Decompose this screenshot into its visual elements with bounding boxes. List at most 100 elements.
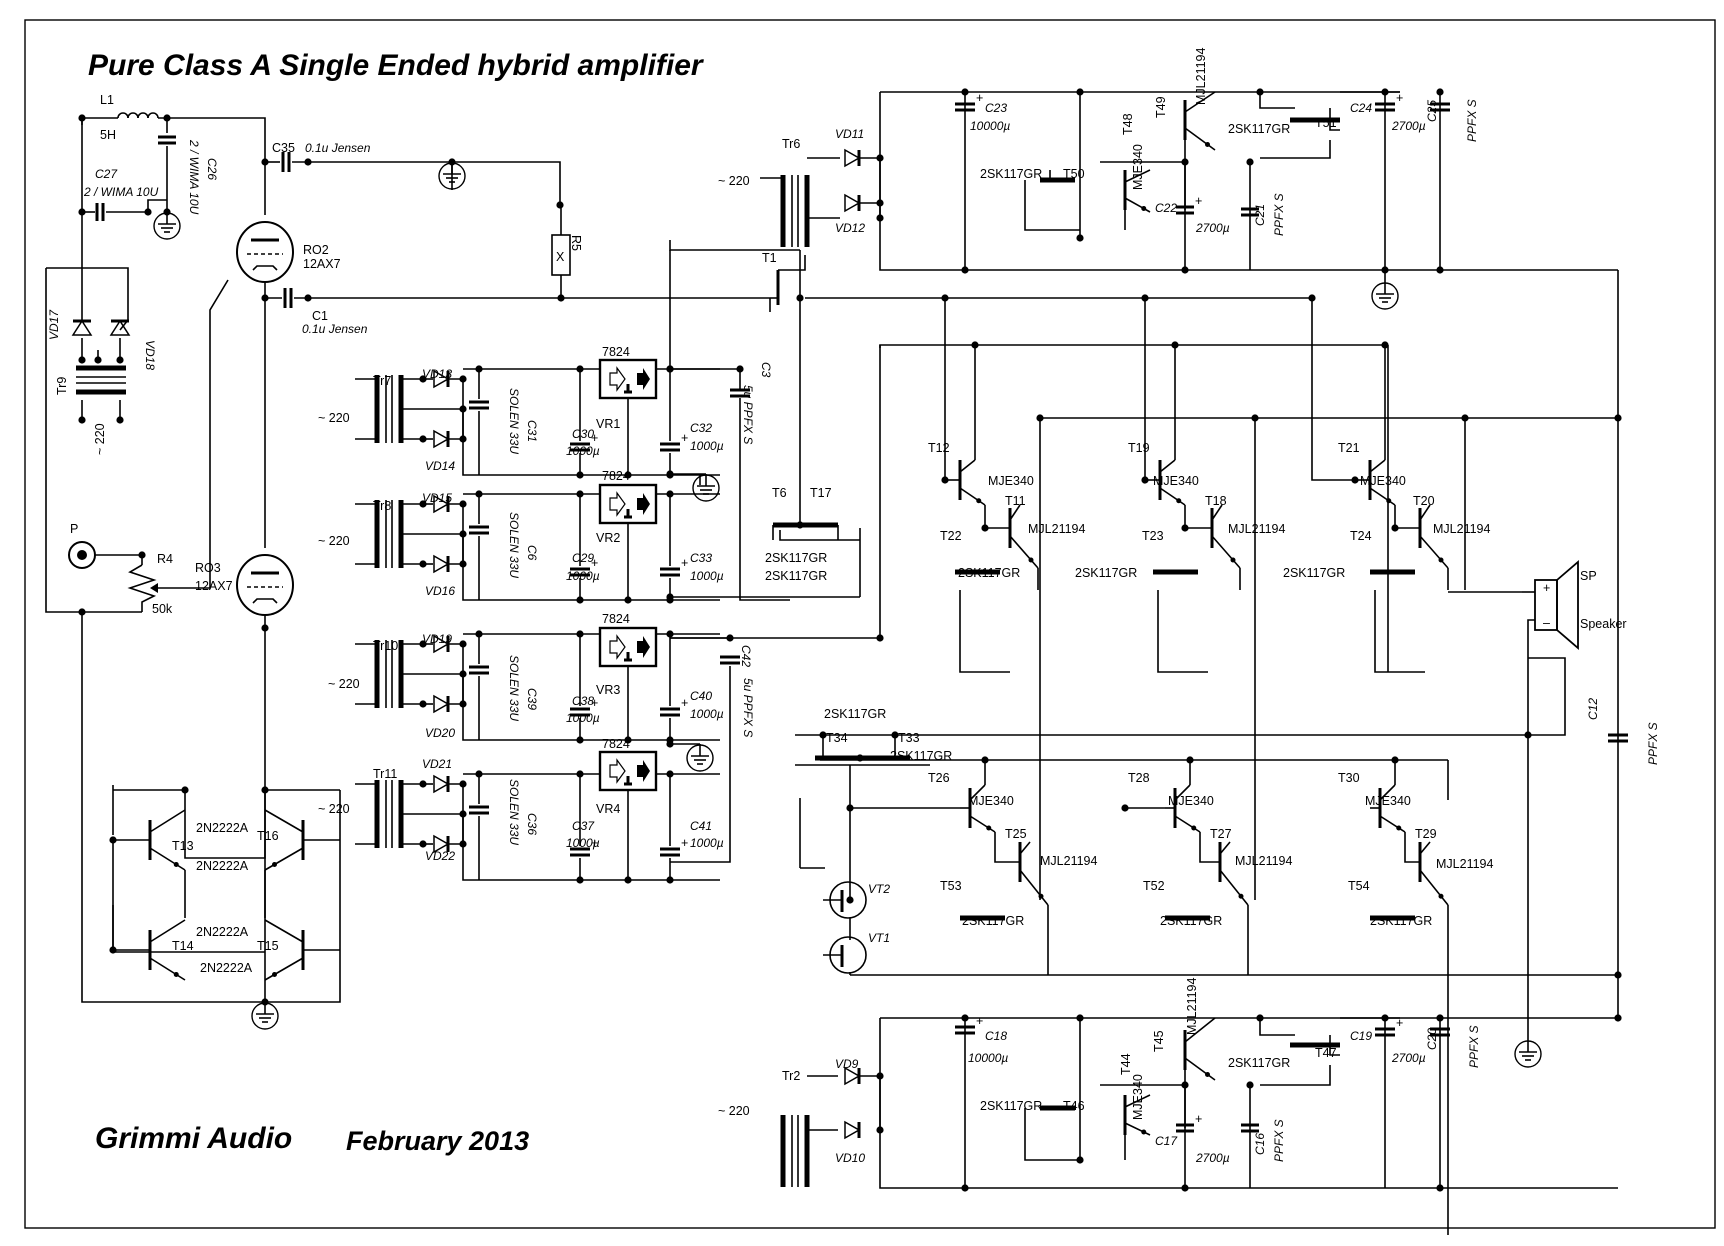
inductor-symbol	[117, 112, 129, 119]
label-c35: C35	[272, 141, 295, 155]
wire	[670, 344, 1388, 639]
label-c3: C3	[759, 362, 773, 378]
junction-dot	[1036, 414, 1044, 422]
junction-dot	[1436, 266, 1444, 274]
junction-dot	[78, 608, 86, 616]
label-ro2: RO2	[303, 243, 329, 257]
label-t50n: 2SK117GR	[980, 167, 1042, 181]
wire	[879, 92, 1618, 271]
diode-symbol	[433, 634, 450, 654]
label-c33: C33	[690, 551, 712, 565]
junction-dot	[576, 471, 584, 479]
label-c6: C6	[525, 545, 539, 561]
diode-symbol	[71, 319, 93, 336]
junction-dot	[961, 88, 969, 96]
transistor-vt1	[829, 936, 867, 974]
label-t53n: 2SK117GR	[962, 914, 1024, 928]
junction-dot	[796, 294, 804, 302]
label-t47n: 2SK117GR	[1228, 1056, 1290, 1070]
junction-dot	[94, 356, 102, 364]
label-c26v: 2 / WIMA 10U	[187, 139, 201, 215]
label-t18: T18	[1205, 494, 1227, 508]
junction-dot	[961, 1014, 969, 1022]
label-t15: T15	[257, 939, 279, 953]
label-c20: C20	[1425, 1028, 1439, 1050]
junction-dot	[576, 365, 584, 373]
junction-dot	[576, 596, 584, 604]
wire	[1329, 1035, 1340, 1056]
label-r5: R5	[569, 235, 583, 251]
label-t30: T30	[1338, 771, 1360, 785]
label-sp: SP	[1580, 569, 1597, 583]
label-vr1r: 7824	[602, 345, 630, 359]
junction-dot	[624, 876, 632, 884]
component-symbols	[68, 91, 1628, 1187]
junction-dot	[116, 356, 124, 364]
wire	[127, 564, 157, 612]
label-tr11v: ~ 220	[318, 802, 350, 816]
transistor-symbol	[1124, 169, 1151, 183]
label-t25: T25	[1005, 827, 1027, 841]
label-tr10v: ~ 220	[328, 677, 360, 691]
junction-dot	[876, 214, 884, 222]
junction-dot	[1076, 1156, 1084, 1164]
label-c18: C18	[985, 1029, 1007, 1043]
label-t53: T53	[940, 879, 962, 893]
transistor-symbol	[264, 809, 304, 833]
junction-dot	[856, 754, 864, 762]
junction-dot	[576, 876, 584, 884]
transistor-symbol	[1124, 1122, 1151, 1136]
transistor-symbol	[264, 957, 304, 981]
wire	[292, 161, 561, 205]
tube-symbol	[252, 598, 278, 604]
label-c12v: PPFX S	[1646, 722, 1660, 765]
label-tr10: Tr10	[373, 639, 398, 653]
polarity-mark: +	[681, 556, 688, 570]
diode-symbol	[433, 429, 450, 449]
wire	[1404, 832, 1420, 863]
junction-dot	[459, 435, 467, 443]
wire	[984, 505, 1010, 529]
label-t50: T50	[1063, 167, 1085, 181]
diode-symbol	[844, 1120, 861, 1140]
junction-dot	[459, 840, 467, 848]
label-c16v: PPFX S	[1272, 1119, 1286, 1162]
label-t24: T24	[1350, 529, 1372, 543]
transistor-symbol	[1419, 841, 1431, 855]
junction-dot	[941, 476, 949, 484]
transistor-arrow	[173, 862, 179, 867]
diode-symbol	[844, 148, 861, 168]
junction-dot	[109, 836, 117, 844]
junction-dot	[459, 780, 467, 788]
diode-symbol	[433, 834, 450, 854]
junction-dot	[1076, 234, 1084, 242]
label-tr7v: ~ 220	[318, 411, 350, 425]
title: Pure Class A Single Ended hybrid amplifi…	[88, 49, 705, 82]
label-vr4: VR4	[596, 802, 620, 816]
inductor-symbol	[137, 112, 149, 119]
junction-dot	[1076, 88, 1084, 96]
label-vr2r: 7824	[602, 469, 630, 483]
tube-symbol	[236, 554, 294, 616]
junction-dot	[576, 770, 584, 778]
junction-dot	[1141, 294, 1149, 302]
junction-dot	[666, 770, 674, 778]
transistor-symbol	[1124, 1094, 1151, 1108]
wire	[462, 534, 720, 601]
label-vd15: VD15	[422, 491, 452, 505]
label-c12: C12	[1586, 698, 1600, 720]
wire	[1157, 590, 1208, 673]
label-c1v: 0.1u Jensen	[302, 322, 368, 336]
label-c17v: 2700µ	[1195, 1151, 1230, 1165]
junction-dot	[666, 365, 674, 373]
junction-dot	[666, 490, 674, 498]
label-t47: T47	[1315, 1046, 1337, 1060]
label-c18v: 10000µ	[968, 1051, 1008, 1065]
transistor-symbol	[1184, 1017, 1216, 1043]
junction-dot	[1351, 476, 1359, 484]
polarity-mark: +	[976, 1014, 983, 1028]
label-ro3: RO3	[195, 561, 221, 575]
transistor-symbol	[1379, 784, 1396, 801]
label-vr2: VR2	[596, 531, 620, 545]
junction-dot	[1076, 1014, 1084, 1022]
